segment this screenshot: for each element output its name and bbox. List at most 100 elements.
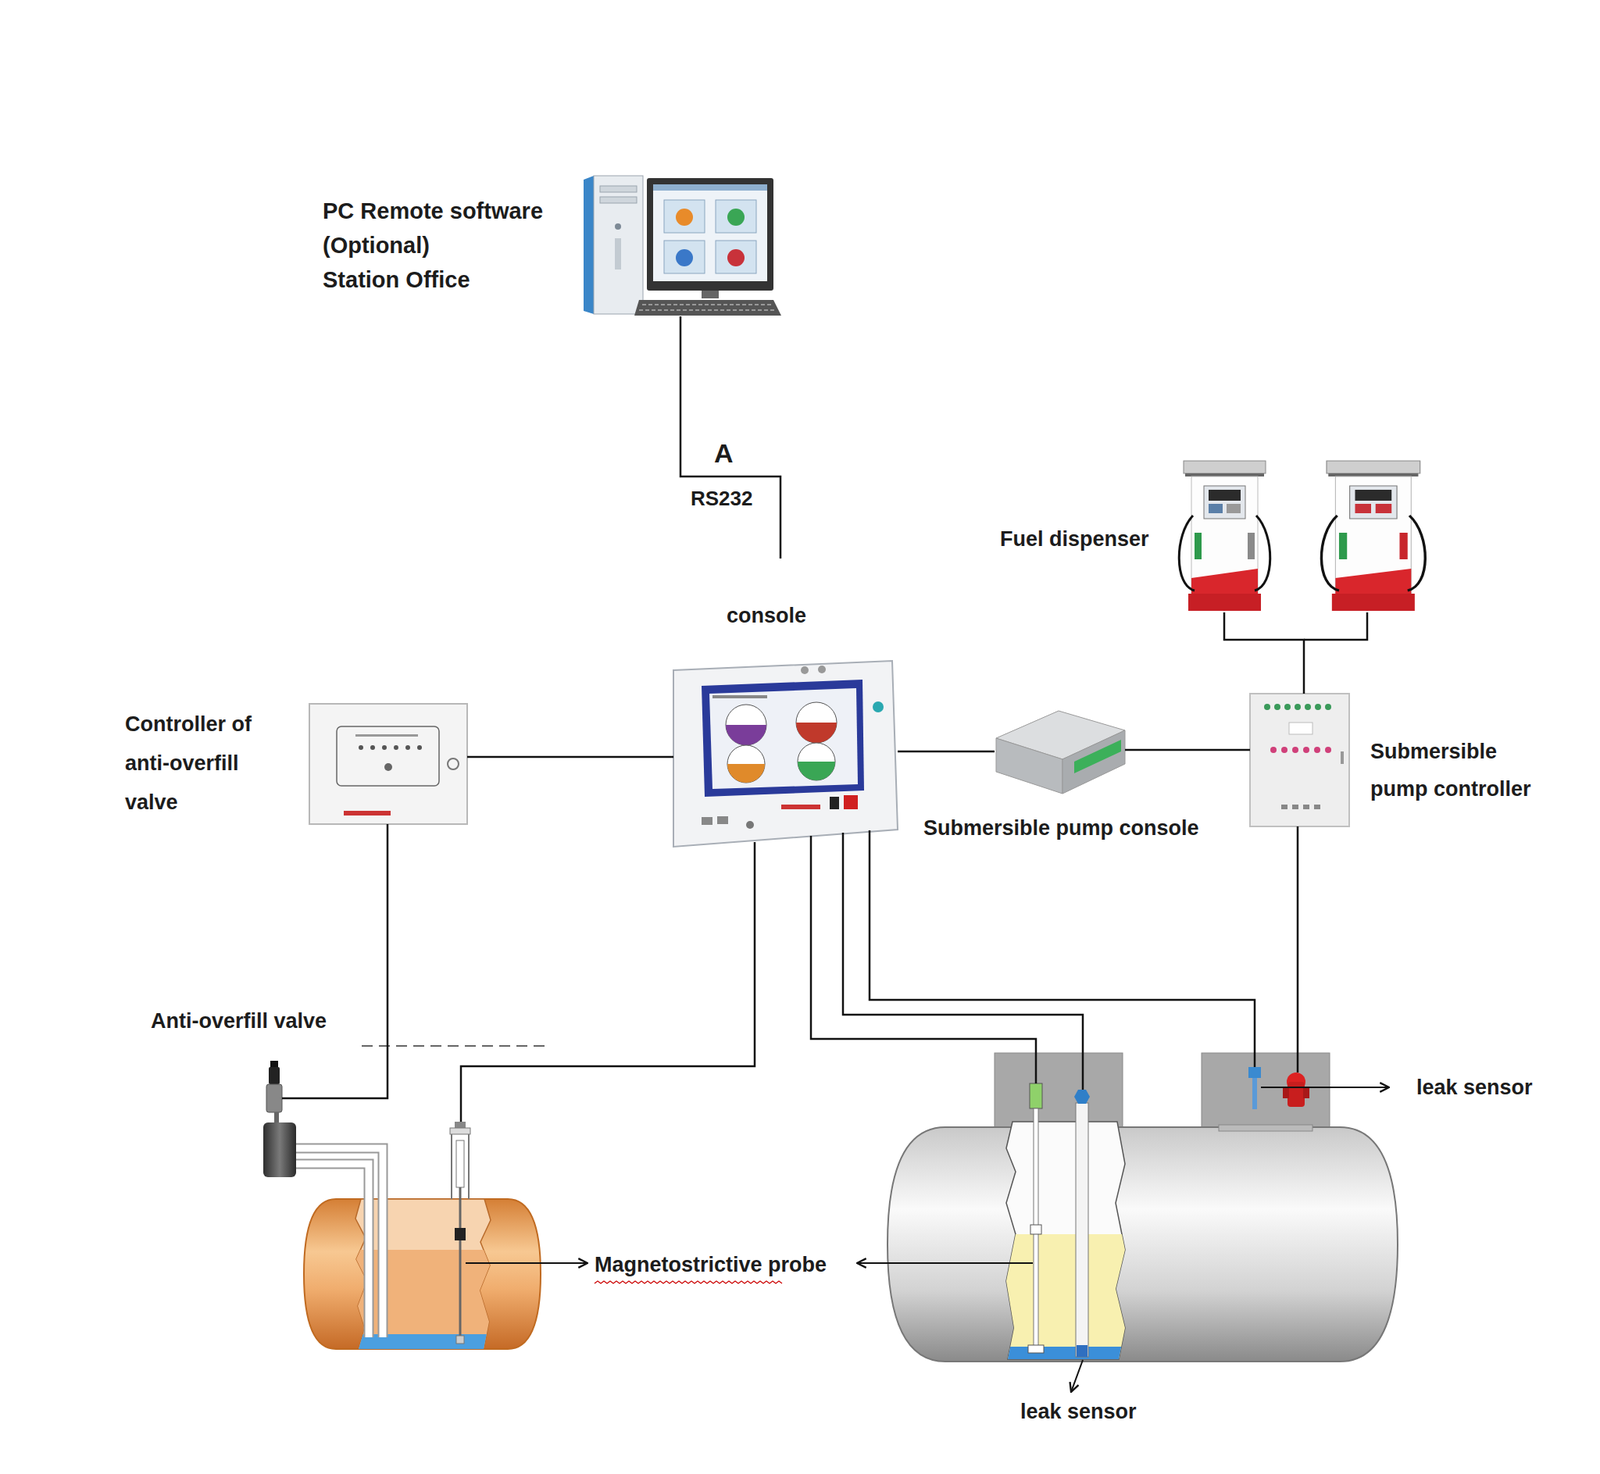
node-text-group: Anti-overfill valve [150, 1007, 327, 1035]
console-illustration [796, 722, 837, 743]
dispenser-illustration [1183, 460, 1266, 474]
dispenser-illustration [1321, 460, 1425, 611]
dispenser-illustration [1354, 503, 1372, 514]
pc-illustration [642, 303, 772, 306]
dispenser-illustration [1208, 489, 1241, 501]
signal-wire [1296, 826, 1300, 1073]
overfill-controller-illustration [355, 734, 418, 737]
overfill-controller-illustration [343, 810, 391, 816]
pump-controller-illustration [1281, 746, 1288, 754]
label-box: Magnetostrictive probe [594, 1251, 827, 1279]
node-label: PC Remote software (Optional) [322, 193, 561, 263]
pump-controller-illustration [1284, 703, 1291, 711]
overfill-controller-illustration [384, 763, 393, 772]
connector-line [1224, 612, 1304, 694]
ground-line [361, 1045, 551, 1047]
console-illustration [797, 761, 836, 781]
left-probe-illustration [454, 1228, 466, 1241]
right-tank-illustration [887, 1127, 1398, 1362]
dispenser-illustration [1203, 485, 1246, 519]
node-text-group: Controller of anti-overfill valve [125, 704, 282, 822]
overfill-controller-illustration [393, 745, 399, 750]
anti-overfill-valve-illustration [274, 1112, 279, 1123]
dispenser-illustration [1208, 503, 1223, 514]
node-label: Fuel dispenser [1000, 525, 1150, 553]
overfill-pipe [296, 1164, 369, 1338]
dispenser-branch-wire [1303, 612, 1368, 640]
leader-arrow [465, 1087, 1390, 1393]
node-label: Submersible pump console [923, 814, 1200, 842]
left-probe-illustration [456, 1140, 465, 1188]
pump-controller-illustration [1250, 693, 1350, 827]
anti-overfill-valve-illustration [268, 1067, 280, 1085]
sump-leak-sensor-illustration [1248, 1067, 1261, 1110]
pc-illustration [727, 249, 745, 267]
label-box: A [714, 437, 734, 469]
pc-illustration [653, 184, 768, 282]
dispenser-illustration [1247, 532, 1255, 560]
pump-controller-illustration [1250, 693, 1350, 827]
dispenser-illustration [1188, 593, 1261, 611]
overfill-controller-illustration [309, 703, 468, 825]
pc-station: PC Remote software (Optional)Station Off… [582, 173, 782, 317]
label-box: leak sensor [1020, 1398, 1137, 1425]
console-illustration [843, 795, 858, 810]
console-illustration [701, 679, 865, 797]
pump-controller-illustration [1292, 746, 1299, 754]
pump-controller-illustration [1340, 751, 1344, 765]
connector-line [298, 824, 388, 1099]
leak-sensor-illustration [1074, 1089, 1090, 1358]
console-illustration [796, 702, 837, 743]
overfill-controller-illustration [447, 758, 459, 770]
overfill-pipe [296, 1164, 369, 1338]
pc-illustration [727, 208, 745, 226]
part-label: Magnetostrictive probe [594, 1251, 827, 1279]
leak-sensor-illustration [1074, 1089, 1090, 1104]
overfill-pipe [296, 1148, 383, 1338]
right-probe-illustration [1030, 1225, 1042, 1235]
tank-gauge-console: console [673, 558, 898, 847]
right-probe-illustration [1028, 1345, 1044, 1354]
left-probe-illustration [456, 1335, 465, 1344]
signal-wire [810, 835, 1036, 1084]
node-text-group: console [726, 602, 807, 629]
leak-sensor-illustration [1076, 1345, 1088, 1358]
console-illustration [727, 764, 765, 783]
right-tank-illustration [1000, 1346, 1133, 1363]
edge-label-box: RS232 [690, 485, 754, 511]
pc-illustration [715, 200, 757, 233]
pump-console-illustration [1074, 739, 1122, 774]
pc-illustration [701, 290, 719, 299]
node-text-group: Fuel dispenser [1000, 525, 1150, 553]
leader-arrow [465, 1262, 588, 1265]
console-illustration [800, 666, 809, 675]
overfill-controller-illustration [309, 703, 468, 825]
dispenser-illustration [1191, 476, 1258, 594]
console-illustration [872, 701, 884, 713]
overfill-controller-illustration [358, 745, 364, 750]
anti-overfill-valve-illustration [282, 1097, 299, 1100]
right-probe-illustration [1029, 1083, 1043, 1109]
pc-illustration [614, 223, 622, 230]
overfill-pipe [296, 1148, 383, 1338]
left-probe-illustration [459, 1187, 462, 1344]
submersible-pump-illustration [1282, 1072, 1310, 1108]
anti-overfill-valve-illustration [266, 1084, 283, 1113]
submersible-pump-illustration [1287, 1082, 1305, 1108]
connector-line [897, 750, 995, 754]
dispenser-illustration [1328, 473, 1418, 477]
dispenser-illustration [1354, 489, 1392, 501]
console-illustration [717, 816, 729, 825]
pc-illustration [653, 184, 768, 191]
left-probe-illustration [450, 1134, 453, 1200]
connector-group [298, 316, 1304, 1099]
pump-controller-illustration [1289, 722, 1313, 735]
pump-controller-illustration [1325, 703, 1332, 711]
label-box: leak sensor [1416, 1074, 1533, 1101]
overfill-controller-illustration [405, 745, 411, 750]
